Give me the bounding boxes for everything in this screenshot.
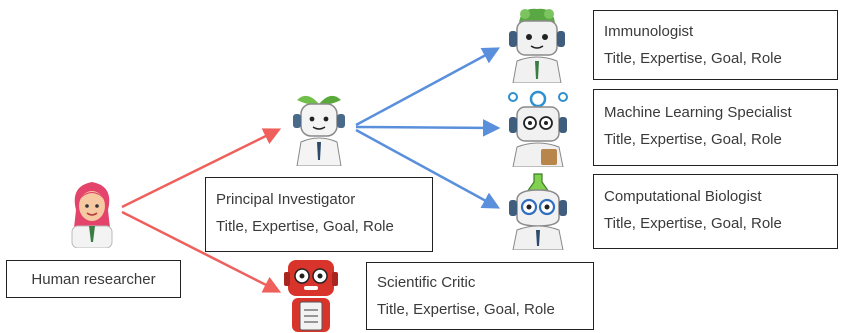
principal-investigator-box: Principal Investigator Title, Expertise,…	[205, 177, 433, 252]
arrow-pi-to-comp-biologist	[355, 128, 501, 209]
arrow-human-to-pi	[121, 128, 282, 209]
principal-investigator-fields: Title, Expertise, Goal, Role	[216, 218, 394, 235]
immunologist-box: Immunologist Title, Expertise, Goal, Rol…	[593, 10, 838, 80]
principal-investigator-name: Principal Investigator	[216, 191, 356, 208]
scientific-critic-robot-icon	[284, 260, 338, 332]
human-researcher-icon	[71, 182, 113, 248]
scientific-critic-name: Scientific Critic	[377, 274, 476, 291]
computational-biologist-box: Computational Biologist Title, Expertise…	[593, 174, 838, 249]
ml-specialist-name: Machine Learning Specialist	[604, 104, 792, 121]
ml-specialist-robot-icon	[508, 90, 568, 167]
human-researcher-label: Human researcher	[31, 270, 156, 288]
arrow-human-to-critic	[121, 210, 282, 293]
ml-specialist-fields: Title, Expertise, Goal, Role	[604, 131, 782, 148]
computational-biologist-robot-icon	[509, 173, 567, 250]
computational-biologist-fields: Title, Expertise, Goal, Role	[604, 215, 782, 232]
arrow-pi-to-ml-specialist	[355, 119, 501, 137]
human-researcher-box: Human researcher	[6, 260, 181, 298]
arrow-pi-to-immunologist	[355, 47, 501, 127]
immunologist-name: Immunologist	[604, 23, 694, 40]
computational-biologist-name: Computational Biologist	[604, 188, 762, 205]
immunologist-fields: Title, Expertise, Goal, Role	[604, 50, 782, 67]
scientific-critic-box: Scientific Critic Title, Expertise, Goal…	[366, 262, 594, 330]
immunologist-robot-icon	[509, 8, 565, 83]
principal-investigator-robot-icon	[293, 95, 345, 166]
scientific-critic-fields: Title, Expertise, Goal, Role	[377, 301, 555, 318]
ml-specialist-box: Machine Learning Specialist Title, Exper…	[593, 89, 838, 166]
